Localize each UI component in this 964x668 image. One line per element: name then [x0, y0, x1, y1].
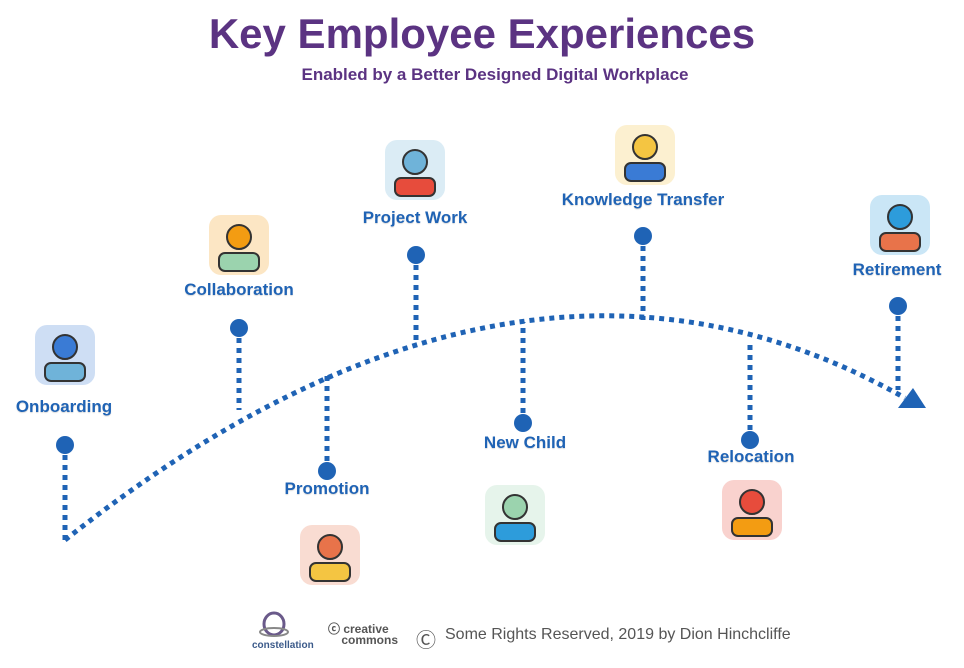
stage-dot — [318, 462, 336, 480]
project-work-board-icon — [385, 140, 445, 200]
beach-umbrella-icon — [870, 195, 930, 255]
stage-label: Retirement — [852, 260, 942, 279]
stage-dot — [634, 227, 652, 245]
stage-dot — [889, 297, 907, 315]
page-title: Key Employee Experiences — [208, 10, 756, 57]
stage-dot — [56, 436, 74, 454]
journey-arrowhead — [898, 388, 926, 408]
knowledge-transfer-heads-icon — [615, 125, 675, 185]
collaboration-network-icon — [209, 215, 269, 275]
stage-label: Knowledge Transfer — [561, 190, 725, 209]
footer-credit: Some Rights Reserved, 2019 by Dion Hinch… — [445, 626, 791, 643]
journey-curve — [63, 313, 907, 542]
baby-icon — [485, 485, 545, 545]
stage-label: Relocation — [707, 447, 795, 466]
stage-label: Collaboration — [184, 280, 294, 299]
stage-dot — [741, 431, 759, 449]
onboarding-hand-badge-icon — [35, 325, 95, 385]
creative-commons-logo: ⓒ creative commons — [328, 622, 399, 647]
moving-truck-icon — [722, 480, 782, 540]
stage-label: Project Work — [362, 208, 468, 227]
stage-label: New Child — [483, 433, 567, 452]
stage-label: Promotion — [284, 479, 370, 498]
copyleft-icon: Ⓒ — [416, 630, 436, 652]
page-subtitle: Enabled by a Better Designed Digital Wor… — [301, 65, 689, 84]
stage-label: Onboarding — [15, 397, 113, 416]
constellation-logo: constellation — [252, 611, 314, 651]
stage-dot — [230, 319, 248, 337]
promotion-building-icon — [300, 525, 360, 585]
stage-dot — [407, 246, 425, 264]
constellation-logo-icon — [259, 611, 289, 637]
stage-dot — [514, 414, 532, 432]
